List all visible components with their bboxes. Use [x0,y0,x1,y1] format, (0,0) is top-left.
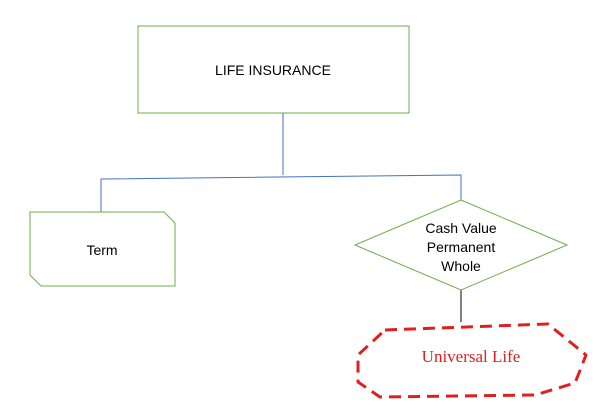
term-node: Term [29,211,176,287]
term-label: Term [86,242,117,258]
cash-value-node: Cash Value Permanent Whole [353,199,569,291]
connectors [100,113,462,212]
cash-value-diamond [353,199,569,291]
universal-life-label: Universal Life [422,347,521,366]
cash-value-line-2: Permanent [427,239,496,255]
universal-life-octagon [356,322,588,399]
term-shape [29,211,176,287]
life-insurance-label: LIFE INSURANCE [215,62,331,78]
universal-life-node: Universal Life [356,322,588,399]
cash-value-line-3: Whole [441,258,481,274]
cash-value-line-1: Cash Value [425,220,497,236]
connector-horizontal [100,174,462,212]
life-insurance-box [137,25,410,114]
life-insurance-node: LIFE INSURANCE [137,25,410,114]
